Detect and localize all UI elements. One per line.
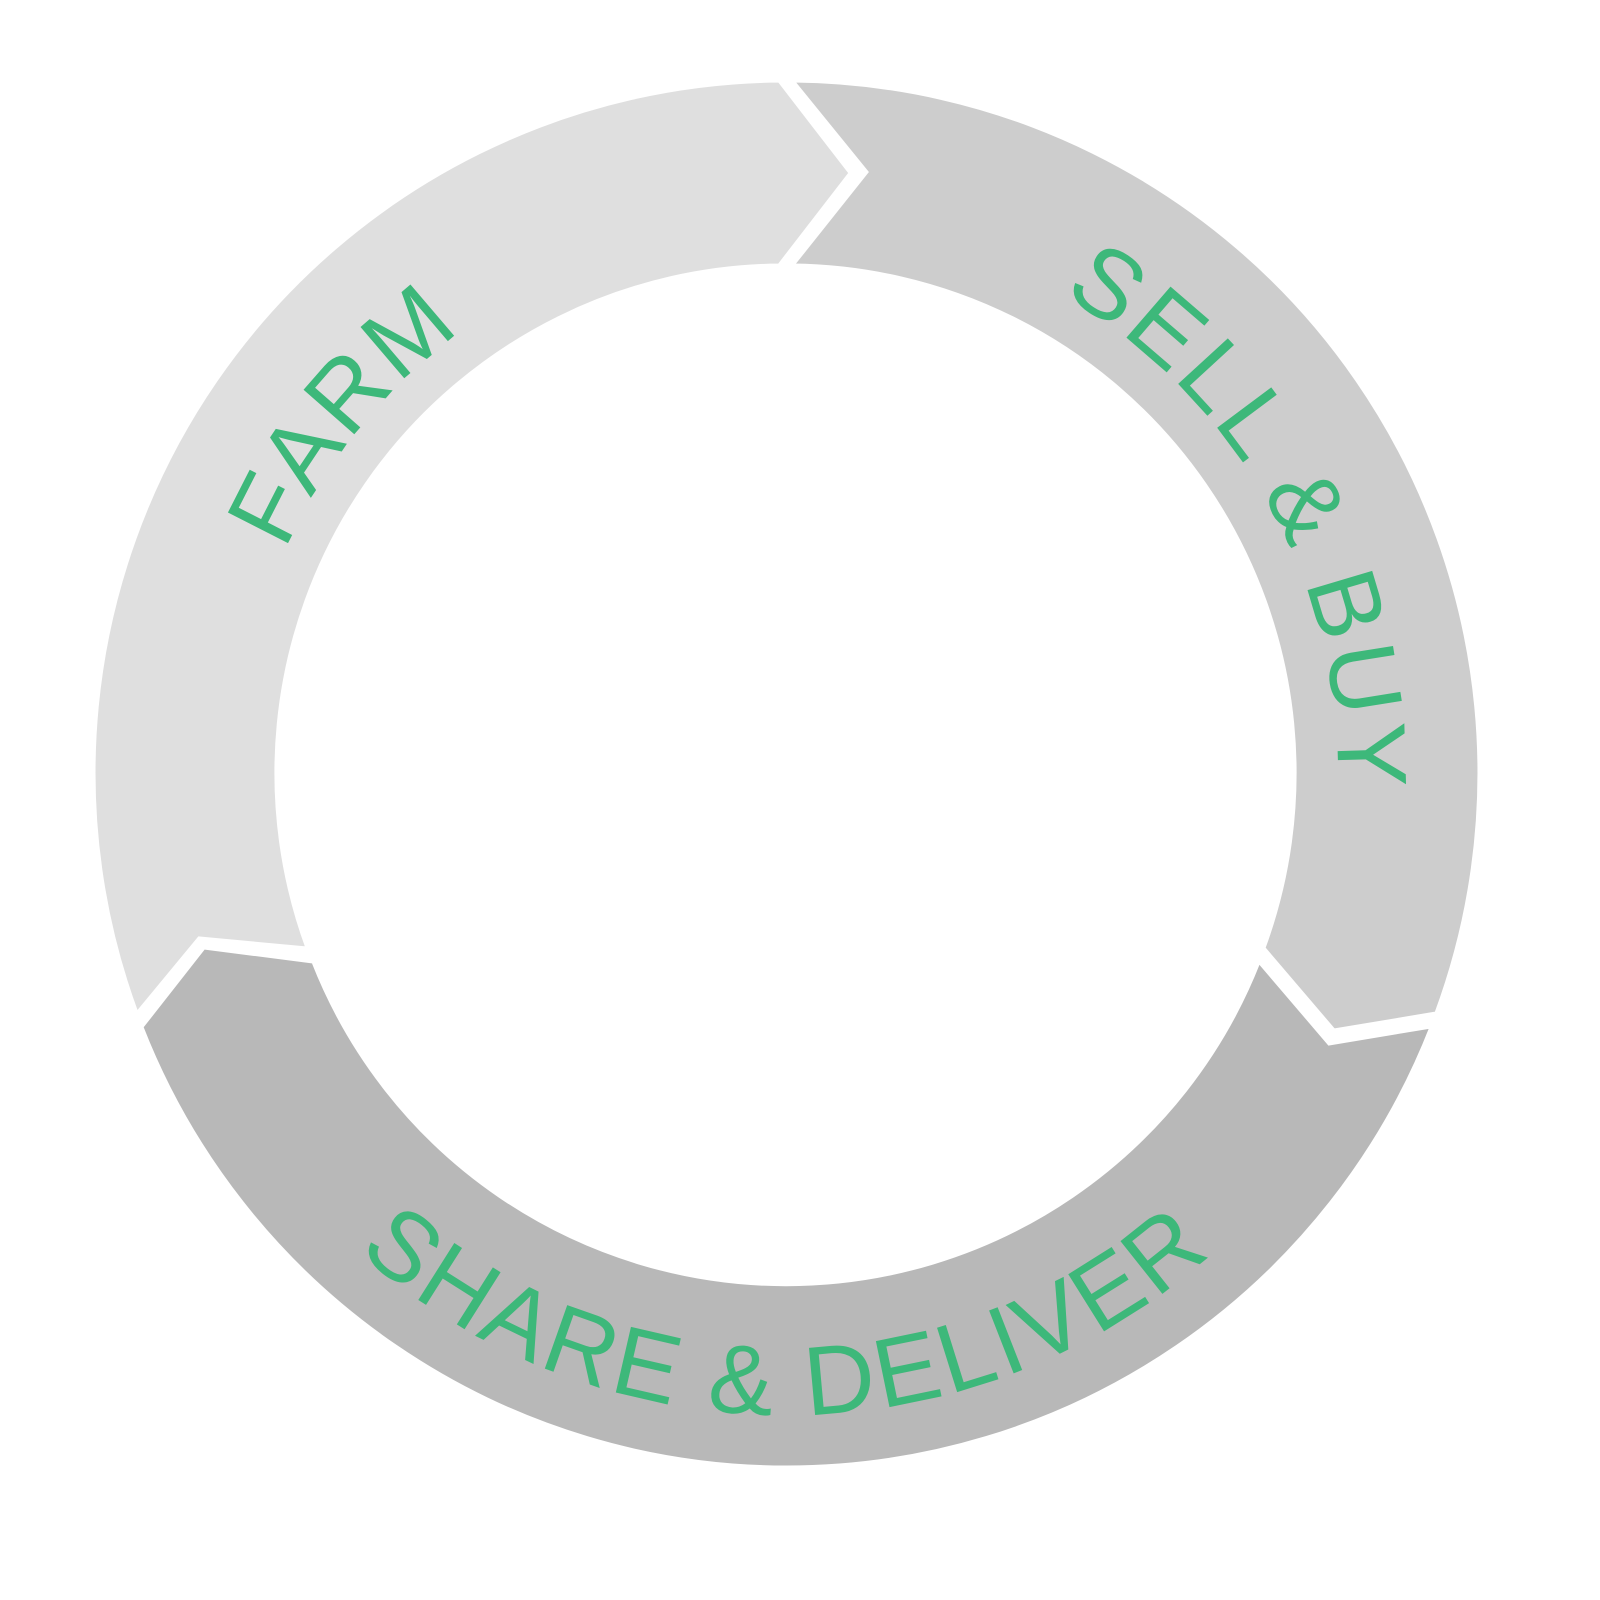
segment-farm — [92, 79, 852, 1016]
segment-share-and-deliver — [140, 946, 1434, 1469]
segment-sell-and-buy — [789, 79, 1481, 1032]
